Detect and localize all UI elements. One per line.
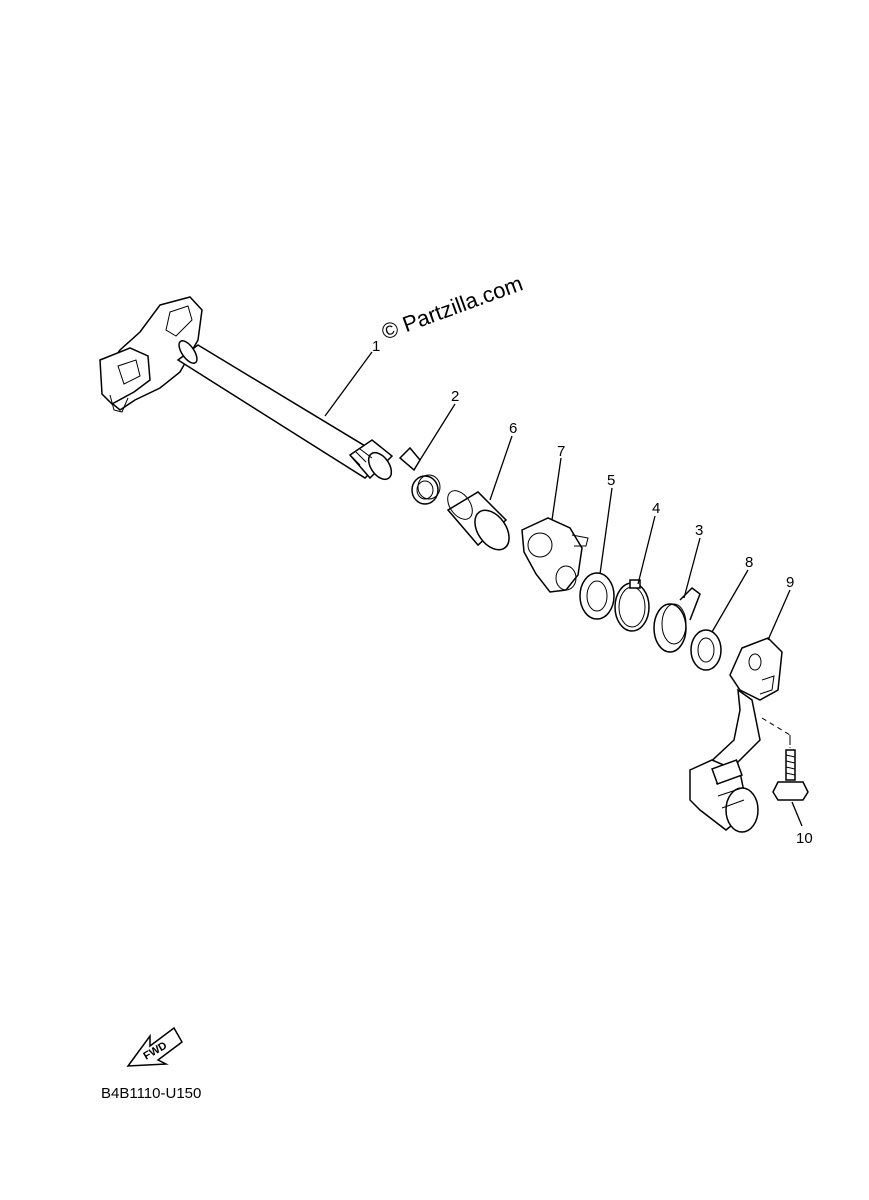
callout-8: 8 (745, 554, 753, 571)
alignment-line (761, 717, 791, 748)
washer-part (579, 572, 615, 620)
collar-part (446, 490, 510, 551)
callout-5: 5 (607, 472, 615, 489)
bolt-part (772, 735, 809, 801)
callout-2: 2 (451, 388, 459, 405)
circlip-part (614, 579, 650, 632)
diagram-code: B4B1110-U150 (101, 1085, 201, 1102)
callout-6: 6 (509, 420, 517, 437)
leader-lines (324, 351, 803, 827)
shift-pedal-part (689, 637, 783, 833)
callout-1: 1 (372, 338, 380, 355)
shift-shaft-part (99, 296, 394, 481)
fwd-arrow-icon: FWD (126, 1026, 183, 1067)
callout-3: 3 (695, 522, 703, 539)
watermark-text: © Partzilla.com (378, 271, 526, 345)
stopper-lever-part (521, 517, 589, 593)
callout-10: 10 (796, 830, 813, 847)
washer-2-part (690, 629, 722, 671)
callout-7: 7 (557, 443, 565, 460)
callout-4: 4 (652, 500, 660, 517)
callout-9: 9 (786, 574, 794, 591)
torsion-spring-small-part (398, 446, 441, 505)
